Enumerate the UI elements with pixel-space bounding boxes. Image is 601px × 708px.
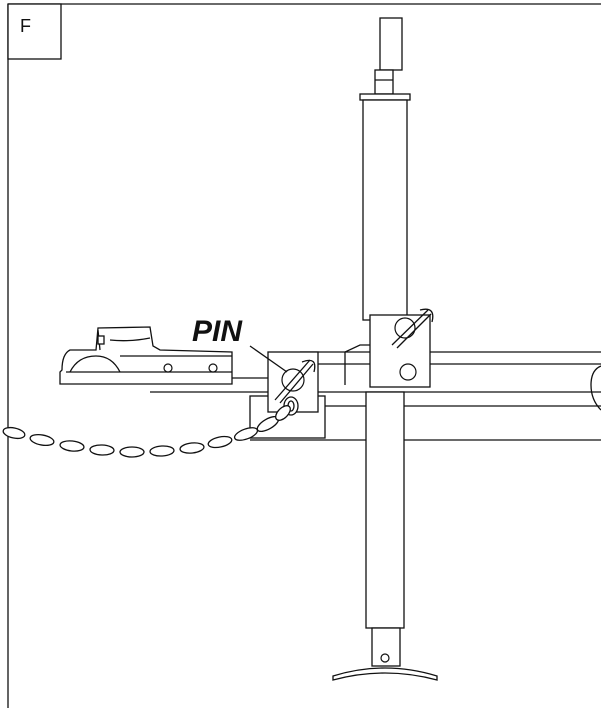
jack-mount-bracket xyxy=(369,308,434,388)
safety-chain xyxy=(2,405,291,458)
pin-leader-line xyxy=(249,345,288,373)
jack-gear-housing xyxy=(374,69,394,95)
pin-bracket xyxy=(267,351,319,416)
tongue-jack xyxy=(332,17,438,681)
coupler-bolt-hole xyxy=(208,363,218,373)
panel-label-text: F xyxy=(20,16,31,36)
jack-inner-tube xyxy=(365,391,405,629)
coupler-bolt-hole xyxy=(163,363,173,373)
figure-frame xyxy=(7,3,601,708)
jack-outer-tube xyxy=(362,99,408,321)
jack-foot xyxy=(332,667,438,681)
hitch-coupler xyxy=(59,326,233,385)
pin-callout-text: PIN xyxy=(192,315,243,348)
locking-pin xyxy=(274,359,316,404)
pin-callout: PIN xyxy=(192,315,288,373)
panel-label: F xyxy=(7,3,62,60)
jack-handle-tube xyxy=(379,17,403,71)
